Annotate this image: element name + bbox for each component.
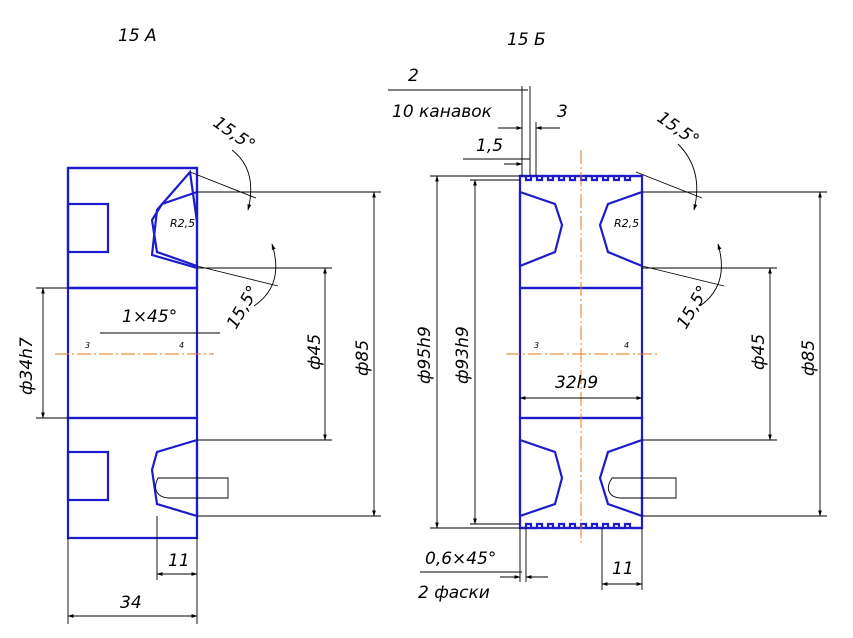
view-b-angle-top-line bbox=[635, 171, 703, 199]
view-b-d95-label: ф95h9 bbox=[415, 326, 435, 384]
view-a-mark-2: 4 bbox=[179, 341, 184, 350]
view-b: 15 Б 3 4 2 10 канавок 3 1,5 bbox=[388, 30, 827, 603]
view-a-d85-label: ф85 bbox=[353, 340, 373, 376]
view-a-angle-top-arc bbox=[231, 149, 252, 211]
view-a-chamfer-label: 1×45° bbox=[122, 307, 177, 327]
view-b-mark-1: 3 bbox=[534, 341, 539, 350]
view-a-mark-1: 3 bbox=[85, 341, 90, 350]
view-a-w34-label: 34 bbox=[120, 593, 142, 613]
view-b-pitch-label: 3 bbox=[557, 102, 568, 122]
view-a-bore-label: ф34h7 bbox=[17, 337, 37, 395]
view-a-upper-groove bbox=[150, 190, 199, 268]
view-b-angle-mid-line bbox=[641, 265, 725, 287]
view-a-angle-mid-label: 15,5° bbox=[223, 282, 264, 332]
view-b-key bbox=[608, 477, 677, 499]
view-b-chamfer-label: 0,6×45° bbox=[425, 549, 496, 569]
view-b-grooves-note: 10 канавок bbox=[392, 102, 493, 122]
view-a-bore bbox=[66, 286, 199, 420]
view-a-d45-label: ф45 bbox=[305, 334, 325, 370]
view-b-lower-groove-left bbox=[518, 438, 564, 518]
view-b-title: 15 Б bbox=[507, 30, 546, 50]
view-b-bottom-grooves bbox=[520, 522, 642, 530]
view-b-width15-label: 1,5 bbox=[476, 136, 503, 156]
view-b-upper-groove-left bbox=[518, 190, 564, 268]
view-a-key bbox=[155, 477, 229, 499]
view-b-d45-label: ф45 bbox=[749, 334, 769, 370]
view-b-d93-label: ф93h9 bbox=[453, 326, 473, 384]
view-b-chamfer-note: 2 фаски bbox=[418, 583, 490, 603]
view-a-w11-label: 11 bbox=[168, 551, 190, 571]
view-a: 15 А 3 4 ф34h7 ф45 bbox=[17, 26, 381, 624]
view-a-lower-recess bbox=[66, 450, 110, 502]
view-b-radius-label: R2,5 bbox=[614, 217, 639, 230]
view-b-angle-mid-arc bbox=[699, 243, 722, 307]
view-a-angle-top-label: 15,5° bbox=[209, 113, 258, 156]
view-a-upper-recess bbox=[66, 202, 110, 254]
view-a-lower-groove bbox=[150, 438, 199, 518]
view-a-angle-mid-arc bbox=[253, 243, 277, 307]
view-b-grooves-count: 2 bbox=[408, 66, 419, 86]
view-b-upper-groove-right bbox=[598, 190, 644, 268]
view-a-title: 15 А bbox=[118, 26, 157, 46]
view-b-top-grooves bbox=[520, 174, 642, 182]
view-b-angle-mid-label: 15,5° bbox=[673, 282, 714, 332]
view-b-d85-label: ф85 bbox=[799, 340, 819, 376]
view-b-angle-top-arc bbox=[677, 143, 698, 211]
view-a-radius-label: R2,5 bbox=[170, 217, 195, 230]
view-b-lower-groove-right bbox=[598, 438, 644, 518]
view-b-bore-label: 32h9 bbox=[555, 373, 598, 393]
view-a-angle-top-line bbox=[189, 171, 257, 199]
view-b-w11-label: 11 bbox=[612, 559, 634, 579]
view-a-angle-mid-line bbox=[196, 265, 279, 287]
view-b-mark-2: 4 bbox=[624, 341, 629, 350]
